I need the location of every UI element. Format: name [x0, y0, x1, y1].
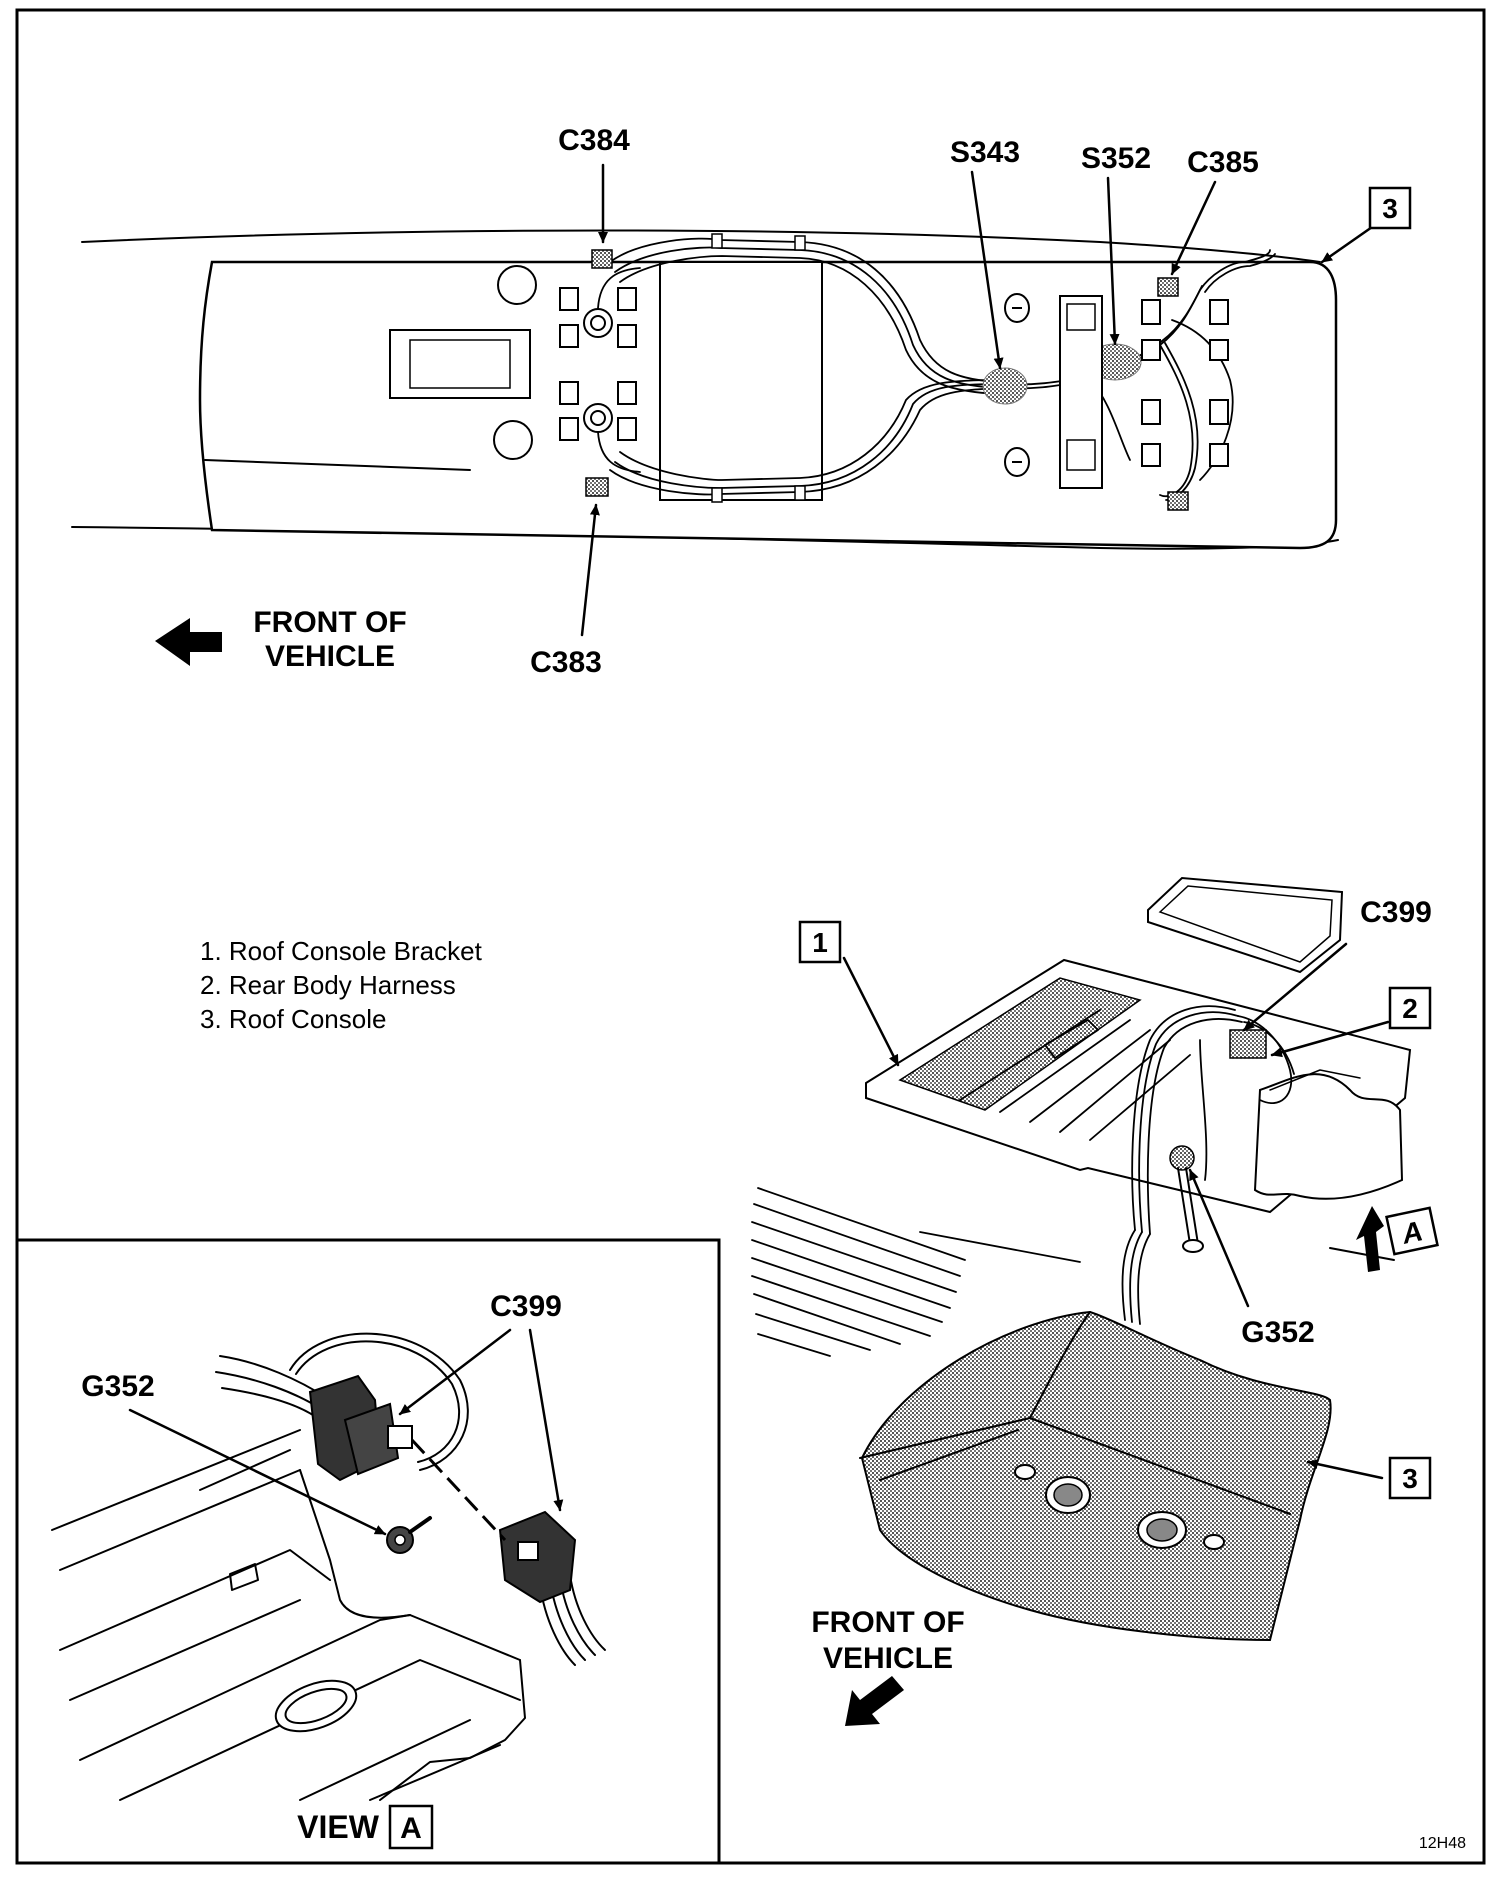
label-s343: S343	[950, 136, 1020, 169]
label-c383: C383	[530, 646, 602, 679]
front-of-vehicle-bottom-line2: VEHICLE	[823, 1642, 953, 1675]
label-s352: S352	[1081, 142, 1151, 175]
wire-harness	[597, 237, 1276, 501]
label-c384: C384	[558, 124, 630, 157]
callout-3b-label: 3	[1402, 1463, 1418, 1494]
right-vent-grid	[1141, 299, 1229, 467]
front-arrow-icon	[155, 618, 222, 666]
callout-box-1	[798, 920, 842, 964]
callout-box-3	[1368, 186, 1412, 230]
connector-c384	[591, 249, 613, 269]
left-vent-grid	[559, 287, 637, 441]
roof-rails	[751, 1187, 1081, 1357]
callout-2-label: 2	[1402, 993, 1418, 1024]
legend-item-3: 3. Roof Console	[200, 1004, 386, 1034]
connector-c399	[1229, 1029, 1267, 1059]
front-arrow-diagonal-icon	[845, 1676, 904, 1726]
exploded-view: A 1 2	[751, 876, 1439, 1726]
legend-item-1: 1. Roof Console Bracket	[200, 936, 483, 966]
label-g352-exploded: G352	[1241, 1316, 1314, 1349]
view-a-inset: C399 G352 VIEW A	[15, 1238, 721, 1865]
rear-body-harness	[1121, 1005, 1295, 1325]
front-of-vehicle-bottom-line1: FRONT OF	[811, 1606, 964, 1639]
page-border	[15, 8, 1486, 1865]
front-of-vehicle-top-line2: VEHICLE	[265, 640, 395, 673]
figure-id: 12H48	[1419, 1835, 1466, 1852]
front-of-vehicle-top-line1: FRONT OF	[253, 606, 406, 639]
center-opening	[659, 261, 823, 501]
label-c385: C385	[1187, 146, 1259, 179]
legend: 1. Roof Console Bracket 2. Rear Body Har…	[200, 936, 483, 1034]
view-a-marker-box	[1385, 1206, 1439, 1256]
view-a-arrow-icon	[1356, 1206, 1384, 1272]
callout-box-3b	[1388, 1456, 1432, 1500]
callout-3-label: 3	[1382, 193, 1398, 224]
label-c399-inset: C399	[490, 1290, 562, 1323]
label-g352-inset: G352	[81, 1370, 154, 1403]
callout-box-2	[1388, 986, 1432, 1030]
legend-item-2: 2. Rear Body Harness	[200, 970, 456, 1000]
splice-s343	[982, 367, 1028, 405]
connector-c385	[1157, 277, 1179, 297]
view-a-frame	[15, 1238, 721, 1865]
console-hole	[493, 420, 533, 460]
label-c399-exploded: C399	[1360, 896, 1432, 929]
view-a-caption: VIEW	[297, 1809, 380, 1845]
roof-console	[860, 1310, 1332, 1642]
view-a-caption-box	[388, 1804, 434, 1850]
console-hole	[497, 265, 537, 305]
view-a-connector-c399	[308, 1374, 577, 1604]
connector-c383	[585, 477, 609, 497]
callout-1-label: 1	[812, 927, 828, 958]
top-view-roof-console: 3 C384 S343 S352 C385 C383 FRONT OF VEHI…	[71, 124, 1412, 679]
view-a-caption-box-label: A	[400, 1812, 422, 1845]
